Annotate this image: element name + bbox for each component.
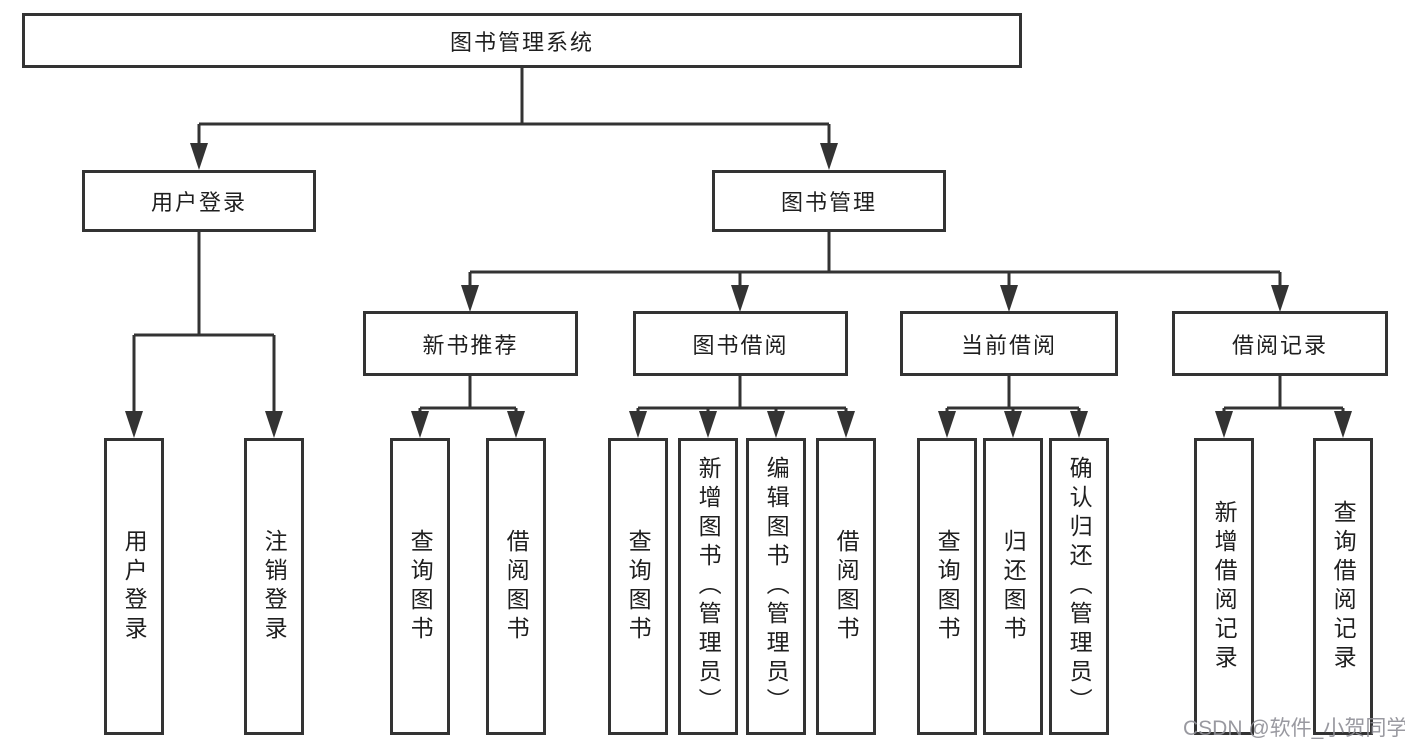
- node-label: 查询借阅记录: [1330, 499, 1357, 674]
- node-label: 编辑图书（管理员）: [763, 456, 790, 717]
- node-leaf-query-books-borrow: 查询图书: [608, 438, 668, 735]
- node-label: 图书管理系统: [449, 29, 594, 55]
- connector-user-login-to-leaves: [125, 232, 283, 438]
- node-label: 图书借阅: [692, 332, 789, 358]
- node-label: 新增借阅记录: [1211, 499, 1238, 674]
- connector-current-borrow-to-leaves: [938, 376, 1088, 438]
- node-new-book-recommend: 新书推荐: [363, 311, 578, 376]
- node-label: 查询图书: [407, 528, 434, 645]
- node-label: 借阅记录: [1231, 332, 1328, 358]
- node-book-management: 图书管理: [712, 170, 946, 232]
- node-label: 查询图书: [934, 528, 961, 645]
- node-borrowing-records: 借阅记录: [1172, 311, 1388, 376]
- watermark: CSDN @软件_小贺同学: [1183, 717, 1405, 740]
- node-label: 借阅图书: [833, 528, 860, 645]
- node-label: 新增图书（管理员）: [695, 456, 722, 717]
- connector-new-book-rec-to-leaves: [411, 376, 525, 438]
- node-label: 新书推荐: [422, 332, 519, 358]
- node-leaf-query-books-current: 查询图书: [917, 438, 977, 735]
- node-book-borrowing: 图书借阅: [633, 311, 848, 376]
- node-leaf-query-borrow-record: 查询借阅记录: [1313, 438, 1373, 735]
- node-leaf-confirm-return-admin: 确认归还（管理员）: [1049, 438, 1109, 735]
- connector-borrow-records-to-leaves: [1215, 376, 1352, 438]
- node-leaf-user-login: 用户登录: [104, 438, 164, 735]
- node-user-login: 用户登录: [82, 170, 316, 232]
- node-current-borrowing: 当前借阅: [900, 311, 1118, 376]
- node-leaf-logout: 注销登录: [244, 438, 304, 735]
- connector-book-mgmt-to-level3: [461, 232, 1289, 312]
- connector-book-borrow-to-leaves: [629, 376, 855, 438]
- node-label: 借阅图书: [503, 528, 530, 645]
- node-leaf-add-borrow-record: 新增借阅记录: [1194, 438, 1254, 735]
- connector-root-to-level2: [190, 68, 838, 170]
- node-label: 归还图书: [1000, 528, 1027, 645]
- node-label: 注销登录: [261, 528, 288, 645]
- node-leaf-query-books-rec: 查询图书: [390, 438, 450, 735]
- node-leaf-borrow-books-rec: 借阅图书: [486, 438, 546, 735]
- node-label: 用户登录: [121, 528, 148, 645]
- node-label: 当前借阅: [960, 332, 1057, 358]
- node-label: 确认归还（管理员）: [1066, 456, 1093, 717]
- node-book-management-system: 图书管理系统: [22, 13, 1022, 68]
- node-leaf-borrow-books: 借阅图书: [816, 438, 876, 735]
- node-label: 用户登录: [150, 190, 247, 215]
- node-leaf-return-books: 归还图书: [983, 438, 1043, 735]
- node-leaf-edit-books-admin: 编辑图书（管理员）: [746, 438, 806, 735]
- node-leaf-add-books-admin: 新增图书（管理员）: [678, 438, 738, 735]
- node-label: 图书管理: [780, 190, 877, 215]
- node-label: 查询图书: [625, 528, 652, 645]
